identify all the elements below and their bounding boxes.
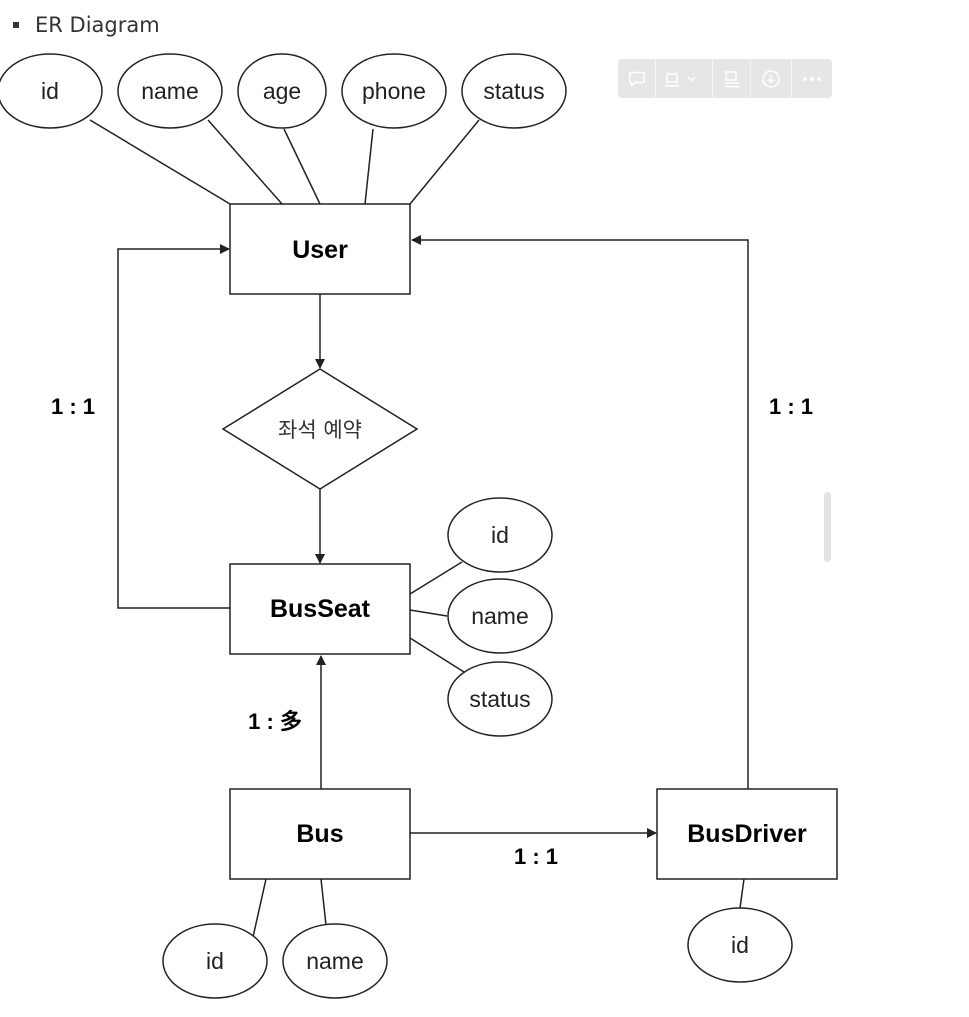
entity-label: BusDriver — [687, 820, 807, 848]
connector-busseat-name — [409, 609, 448, 617]
connector-user-status — [409, 119, 480, 205]
attribute-label: id — [731, 932, 749, 958]
diagram-toolbar — [618, 59, 832, 98]
bullet-icon — [13, 22, 19, 28]
attribute-label: name — [471, 603, 529, 629]
more-button[interactable] — [792, 59, 832, 98]
connector-busdriver-id — [739, 878, 745, 909]
connector-user-id — [89, 119, 231, 205]
section-heading-row: ER Diagram — [13, 8, 160, 42]
entity-busseat: BusSeat — [229, 563, 411, 655]
connector-user-phone — [364, 128, 374, 205]
scrollbar-thumb[interactable] — [824, 492, 831, 562]
attribute-label: name — [306, 948, 364, 974]
layout-button[interactable] — [656, 59, 712, 98]
entity-label: Bus — [296, 820, 343, 848]
relationship-seat-reservation: 좌석 예약 — [221, 368, 419, 490]
entity-user: User — [229, 203, 411, 295]
toolbar-divider — [791, 59, 792, 98]
align-button[interactable] — [713, 59, 750, 98]
relationship-label: 좌석 예약 — [278, 418, 362, 442]
connector-busseat-status — [409, 637, 465, 673]
entity-label: BusSeat — [270, 595, 371, 623]
attribute-label: status — [469, 686, 530, 712]
cardinality-user-busseat: 1 : 1 — [51, 394, 95, 419]
cardinality-user-busdriver: 1 : 1 — [769, 394, 813, 419]
attribute-user-age: age — [237, 53, 327, 129]
attribute-label: id — [41, 78, 59, 104]
connector-user-name — [207, 119, 283, 205]
attribute-label: id — [206, 948, 224, 974]
attribute-user-phone: phone — [341, 53, 447, 129]
attribute-label: phone — [362, 78, 426, 104]
section-heading: ER Diagram — [35, 13, 160, 37]
connector-bus-id — [252, 878, 267, 938]
attribute-user-status: status — [461, 53, 567, 129]
edge-busseat-to-user — [117, 244, 230, 609]
download-icon — [762, 69, 780, 88]
attribute-label: status — [483, 78, 544, 104]
comment-button[interactable] — [618, 59, 655, 98]
attribute-bus-id: id — [162, 923, 268, 999]
attribute-bus-name: name — [282, 923, 388, 999]
align-icon — [724, 70, 739, 87]
toolbar-divider — [712, 59, 713, 98]
attribute-label: id — [491, 522, 509, 548]
attribute-user-name: name — [117, 53, 223, 129]
comment-icon — [628, 71, 645, 86]
toolbar-divider — [750, 59, 751, 98]
attribute-label: age — [263, 78, 301, 104]
attribute-busseat-id: id — [447, 497, 553, 573]
edge-user-busdriver — [411, 235, 753, 797]
entity-busdriver: BusDriver — [656, 788, 838, 880]
entity-bus: Bus — [229, 788, 411, 880]
attribute-user-id: id — [0, 53, 103, 129]
connector-user-age — [283, 128, 321, 205]
attribute-busseat-name: name — [447, 578, 553, 654]
cardinality-bus-busseat: 1 : 多 — [248, 709, 302, 734]
entity-label: User — [292, 236, 348, 264]
toolbar-divider — [655, 59, 656, 98]
attribute-busseat-status: status — [447, 661, 553, 737]
attribute-label: name — [141, 78, 199, 104]
layout-icon — [665, 72, 696, 87]
download-button[interactable] — [751, 59, 791, 98]
cardinality-bus-busdriver: 1 : 1 — [514, 844, 558, 869]
connector-busseat-id — [409, 561, 463, 595]
attribute-busdriver-id: id — [687, 907, 793, 983]
connector-bus-name — [320, 878, 327, 926]
more-icon — [803, 76, 821, 81]
